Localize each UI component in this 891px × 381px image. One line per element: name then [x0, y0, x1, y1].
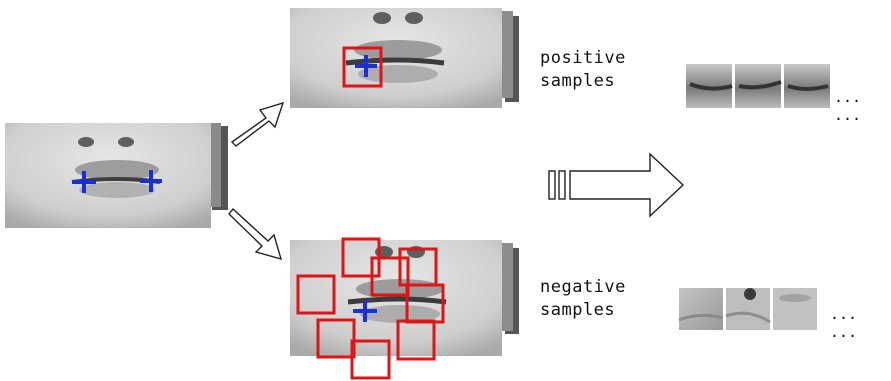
negative-box	[370, 256, 410, 297]
negative-box	[350, 339, 391, 380]
negative-sample-boxes	[296, 237, 445, 380]
big-arrow-icon	[548, 152, 685, 218]
arrow-down-icon	[228, 207, 283, 261]
negative-box	[396, 319, 436, 361]
positive-face-image	[290, 8, 519, 108]
arrow-up-icon	[230, 101, 285, 147]
positive-ellipsis: ... ...	[834, 88, 862, 124]
negative-patch	[679, 288, 723, 330]
negative-patches	[678, 288, 817, 330]
landmark-cross-negative	[353, 300, 377, 322]
source-face-image	[5, 123, 228, 228]
negative-box	[316, 318, 356, 359]
landmark-cross-positive	[355, 55, 377, 77]
negative-ellipsis: ... ...	[830, 305, 858, 341]
landmark-cross-left	[72, 171, 96, 193]
landmark-cross-right	[140, 170, 162, 192]
negative-box	[296, 274, 336, 315]
positive-samples-label: positive samples	[540, 48, 626, 91]
positive-sample-box	[342, 46, 383, 88]
positive-patches	[686, 64, 830, 108]
negative-samples-label: negative samples	[540, 277, 626, 320]
